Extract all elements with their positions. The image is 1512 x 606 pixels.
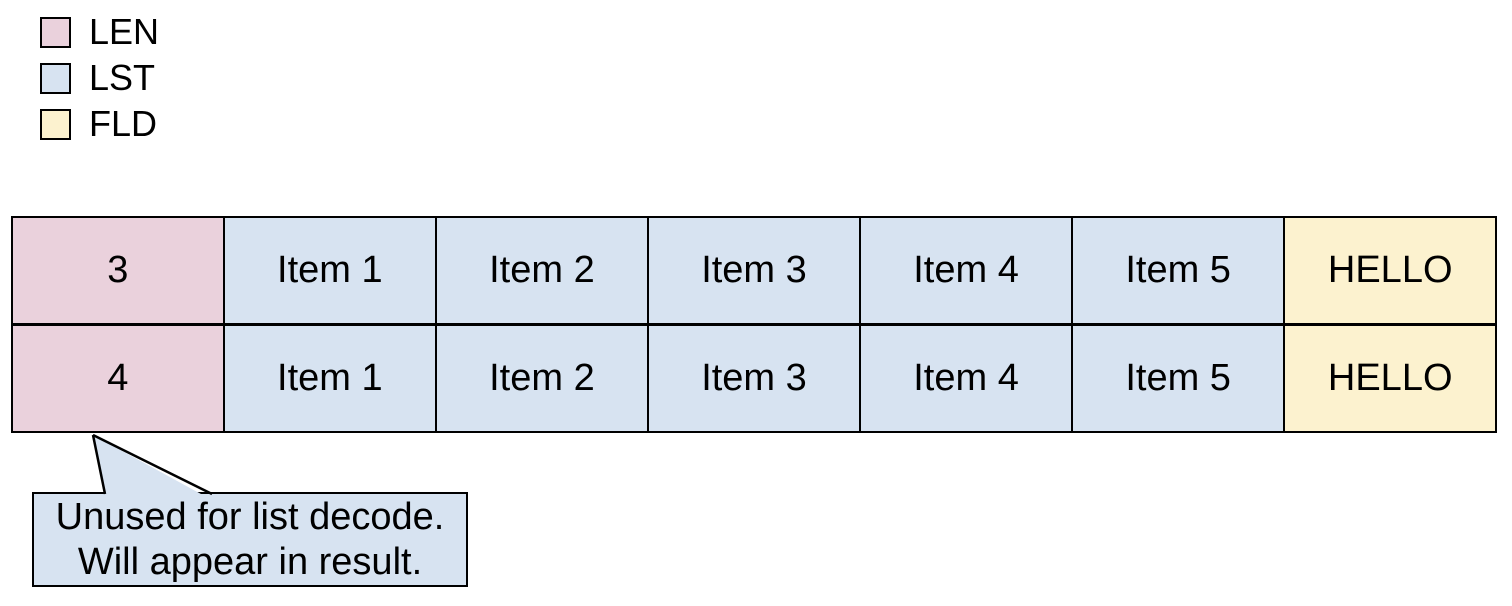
table-cell-len: 3: [13, 218, 223, 324]
legend-label-len: LEN: [89, 11, 160, 52]
table-cell-list-item: Item 4: [861, 325, 1071, 431]
callout-line-1: Unused for list decode.: [55, 495, 445, 538]
legend-label-fld: FLD: [89, 103, 158, 144]
legend-label-lst: LST: [89, 57, 156, 98]
table-cell-list-item: Item 3: [649, 325, 859, 431]
byte-layout-table: 3 Item 1 Item 2 Item 3 Item 4 Item 5 HEL…: [11, 216, 1497, 433]
fld-color-swatch: [40, 108, 71, 140]
callout-box: Unused for list decode. Will appear in r…: [32, 492, 468, 587]
callout-tail-right-edge: [92, 433, 213, 496]
callout-tail-left-edge: [91, 434, 107, 495]
table-cell-list-item: Item 3: [649, 218, 859, 324]
legend-item-lst: LST: [40, 57, 159, 98]
callout-line-2: Will appear in result.: [77, 540, 423, 583]
legend: LEN LST FLD: [40, 11, 160, 154]
table-cell-list-item: Item 1: [225, 325, 435, 431]
table-cell-list-item: Item 2: [437, 218, 647, 324]
table-cell-list-item: Item 1: [225, 218, 435, 324]
table-cell-field: HELLO: [1285, 218, 1495, 324]
legend-item-fld: FLD: [40, 103, 159, 144]
table-cell-list-item: Item 5: [1073, 218, 1283, 324]
legend-item-len: LEN: [40, 11, 160, 52]
table-cell-list-item: Item 4: [861, 218, 1071, 324]
callout-tail-icon: [91, 433, 213, 500]
table-cell-list-item: Item 5: [1073, 325, 1283, 431]
lst-color-swatch: [40, 62, 71, 94]
table-cell-field: HELLO: [1285, 325, 1495, 431]
callout-tail-fill: [93, 435, 212, 500]
table-cell-len: 4: [13, 325, 223, 431]
len-color-swatch: [40, 16, 71, 48]
table-cell-list-item: Item 2: [437, 325, 647, 431]
